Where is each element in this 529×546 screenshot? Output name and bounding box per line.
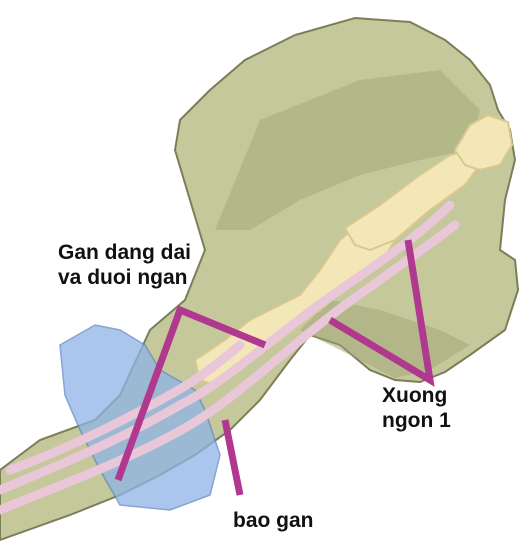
label-thumb-bone: Xuong ngon 1 [382, 383, 451, 433]
label-tendon-sheath: bao gan [233, 508, 314, 533]
label-tendons: Gan dang dai va duoi ngan [58, 240, 191, 290]
label-tendons-line1: Gan dang dai [58, 240, 191, 265]
label-tendons-line2: va duoi ngan [58, 265, 191, 290]
label-thumb-bone-line1: Xuong [382, 383, 451, 408]
label-thumb-bone-line2: ngon 1 [382, 408, 451, 433]
